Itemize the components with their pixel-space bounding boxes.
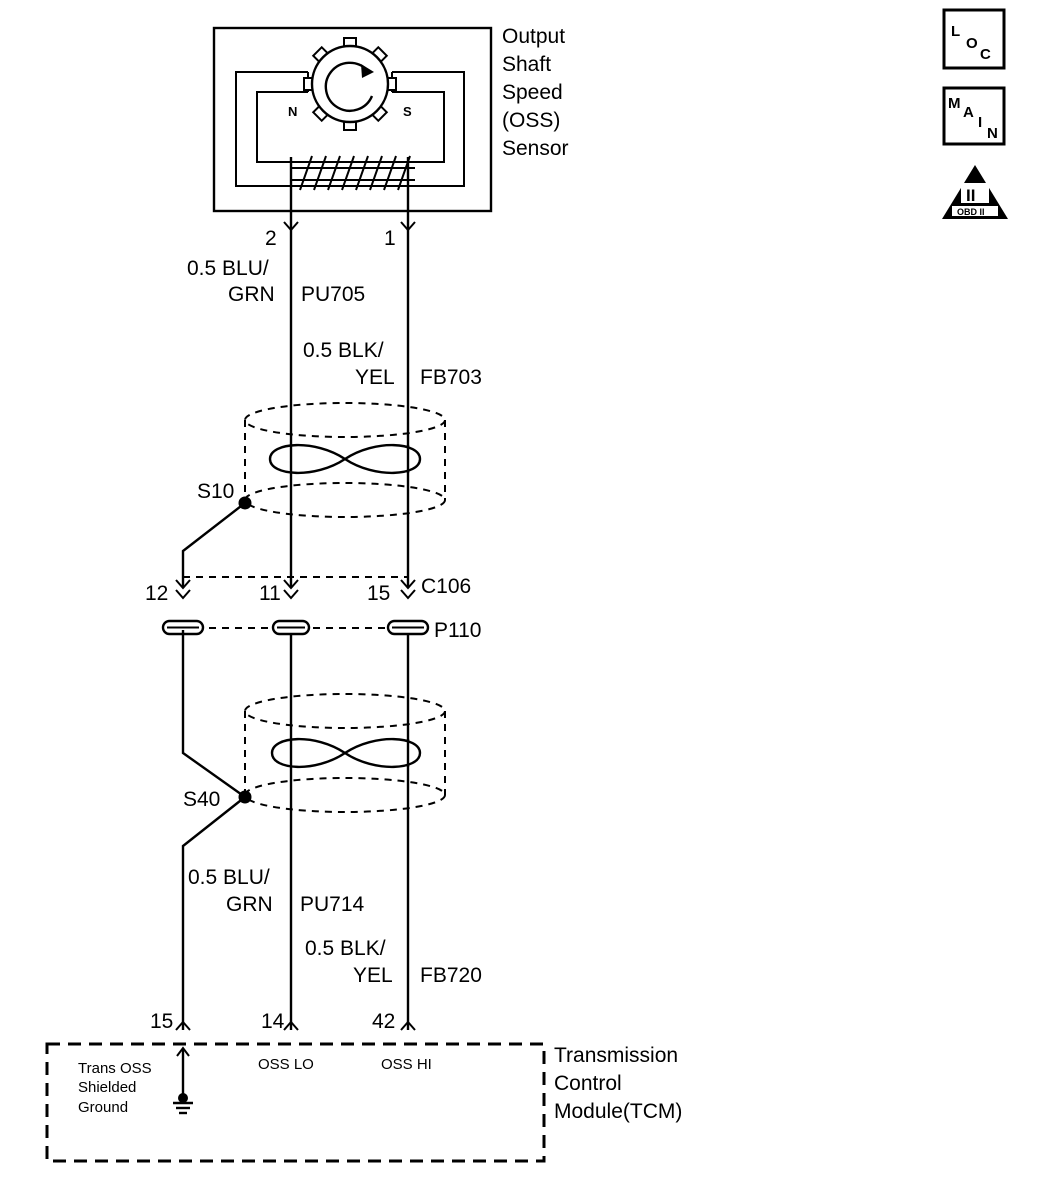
connector-c106-label: C106 bbox=[421, 575, 471, 598]
lower-right-color-2: YEL bbox=[353, 964, 393, 987]
tcm-title-line-3: Module(TCM) bbox=[554, 1100, 682, 1123]
lower-left-circuit: PU714 bbox=[300, 893, 365, 916]
sensor-title-line-1: Output bbox=[502, 25, 565, 48]
tcm-ground-label-2: Shielded bbox=[78, 1079, 136, 1096]
connector-pin-15: 15 bbox=[367, 582, 390, 605]
splice-s10-label: S10 bbox=[197, 480, 234, 503]
sensor-magnet-outer bbox=[235, 71, 465, 187]
sensor-housing bbox=[212, 26, 493, 213]
main-icon-letter-a: A bbox=[963, 104, 974, 121]
loc-icon-letter-l: L bbox=[951, 23, 960, 40]
sensor-coil bbox=[291, 155, 415, 191]
inline-terminal-15 bbox=[386, 619, 430, 636]
lower-right-circuit: FB720 bbox=[420, 964, 482, 987]
reluctor-wheel-icon bbox=[303, 37, 397, 131]
tcm-pin-42-terminal bbox=[400, 1020, 416, 1031]
lower-wire-labels: 0.5 BLU/ GRN PU714 0.5 BLK/ YEL FB720 bbox=[188, 866, 482, 987]
tcm-module: 15 14 42 Trans OSS Shielded Ground OSS L… bbox=[45, 1010, 682, 1163]
splice-s40: S40 bbox=[183, 788, 252, 811]
pole-n-label: N bbox=[288, 104, 297, 119]
sensor-title-line-5: Sensor bbox=[502, 137, 569, 160]
drain-wire-lower bbox=[181, 796, 246, 1030]
oss-sensor: N S Output Shaft Speed (OSS) Sensor bbox=[212, 25, 569, 213]
tcm-pin-14: 14 bbox=[261, 1010, 285, 1033]
tcm-dashed-border bbox=[45, 1042, 546, 1163]
sensor-pin-1: 1 bbox=[384, 227, 396, 250]
sensor-magnet-inner bbox=[256, 91, 445, 163]
upper-left-color-1: 0.5 BLU/ bbox=[187, 257, 269, 280]
upper-twisted-pair-shield bbox=[244, 402, 446, 518]
obd-icon-label: OBD II bbox=[957, 207, 985, 217]
tcm-ground-label-3: Ground bbox=[78, 1099, 128, 1116]
lower-twisted-pair-shield bbox=[244, 693, 446, 813]
sensor-title-line-2: Shaft bbox=[502, 53, 551, 76]
drain-wire-upper bbox=[181, 502, 246, 588]
sensor-title: Output Shaft Speed (OSS) Sensor bbox=[502, 25, 569, 160]
connector-pin-12: 12 bbox=[145, 582, 168, 605]
connector-pin-11: 11 bbox=[259, 582, 281, 605]
drain-wire-middle bbox=[181, 630, 246, 798]
ground-icon bbox=[173, 1046, 193, 1115]
connector-c106-p110: 12 11 15 C106 P110 bbox=[145, 575, 482, 642]
main-icon: M A I N bbox=[942, 86, 1006, 146]
lower-right-color-1: 0.5 BLK/ bbox=[305, 937, 386, 960]
loc-icon-letter-c: C bbox=[980, 46, 991, 63]
sensor-title-line-4: (OSS) bbox=[502, 109, 560, 132]
main-icon-letter-m: M bbox=[948, 95, 961, 112]
upper-left-color-2: GRN bbox=[228, 283, 275, 306]
signal-wires bbox=[289, 157, 410, 1030]
tcm-title-line-1: Transmission bbox=[554, 1044, 678, 1067]
inline-terminal-11 bbox=[271, 619, 311, 636]
tcm-oss-lo-label: OSS LO bbox=[258, 1056, 314, 1073]
upper-right-color-1: 0.5 BLK/ bbox=[303, 339, 384, 362]
loc-icon-letter-o: O bbox=[966, 35, 978, 52]
sensor-title-line-3: Speed bbox=[502, 81, 563, 104]
upper-right-circuit: FB703 bbox=[420, 366, 482, 389]
main-icon-letter-i: I bbox=[978, 114, 982, 131]
sensor-pins: 2 1 bbox=[265, 221, 416, 250]
obd-icon-numeral: II bbox=[966, 186, 975, 205]
tcm-oss-hi-label: OSS HI bbox=[381, 1056, 432, 1073]
obd-ii-icon: II OBD II bbox=[942, 165, 1008, 219]
pole-s-label: S bbox=[403, 104, 412, 119]
tcm-ground-label-1: Trans OSS bbox=[78, 1060, 152, 1077]
main-icon-letter-n: N bbox=[987, 125, 998, 142]
splice-s40-label: S40 bbox=[183, 788, 220, 811]
connector-p110-label: P110 bbox=[434, 619, 482, 642]
tcm-pin-15-terminal bbox=[175, 1020, 191, 1031]
tcm-pin-15: 15 bbox=[150, 1010, 173, 1033]
tcm-pin-14-terminal bbox=[283, 1020, 299, 1031]
upper-left-circuit: PU705 bbox=[301, 283, 365, 306]
sensor-pin-2: 2 bbox=[265, 227, 277, 250]
tcm-pin-42: 42 bbox=[372, 1010, 395, 1033]
loc-icon: L O C bbox=[942, 8, 1006, 70]
lower-left-color-1: 0.5 BLU/ bbox=[188, 866, 270, 889]
upper-wire-labels: 0.5 BLU/ GRN PU705 0.5 BLK/ YEL FB703 bbox=[187, 257, 482, 389]
tcm-title-line-2: Control bbox=[554, 1072, 622, 1095]
lower-left-color-2: GRN bbox=[226, 893, 273, 916]
upper-right-color-2: YEL bbox=[355, 366, 395, 389]
